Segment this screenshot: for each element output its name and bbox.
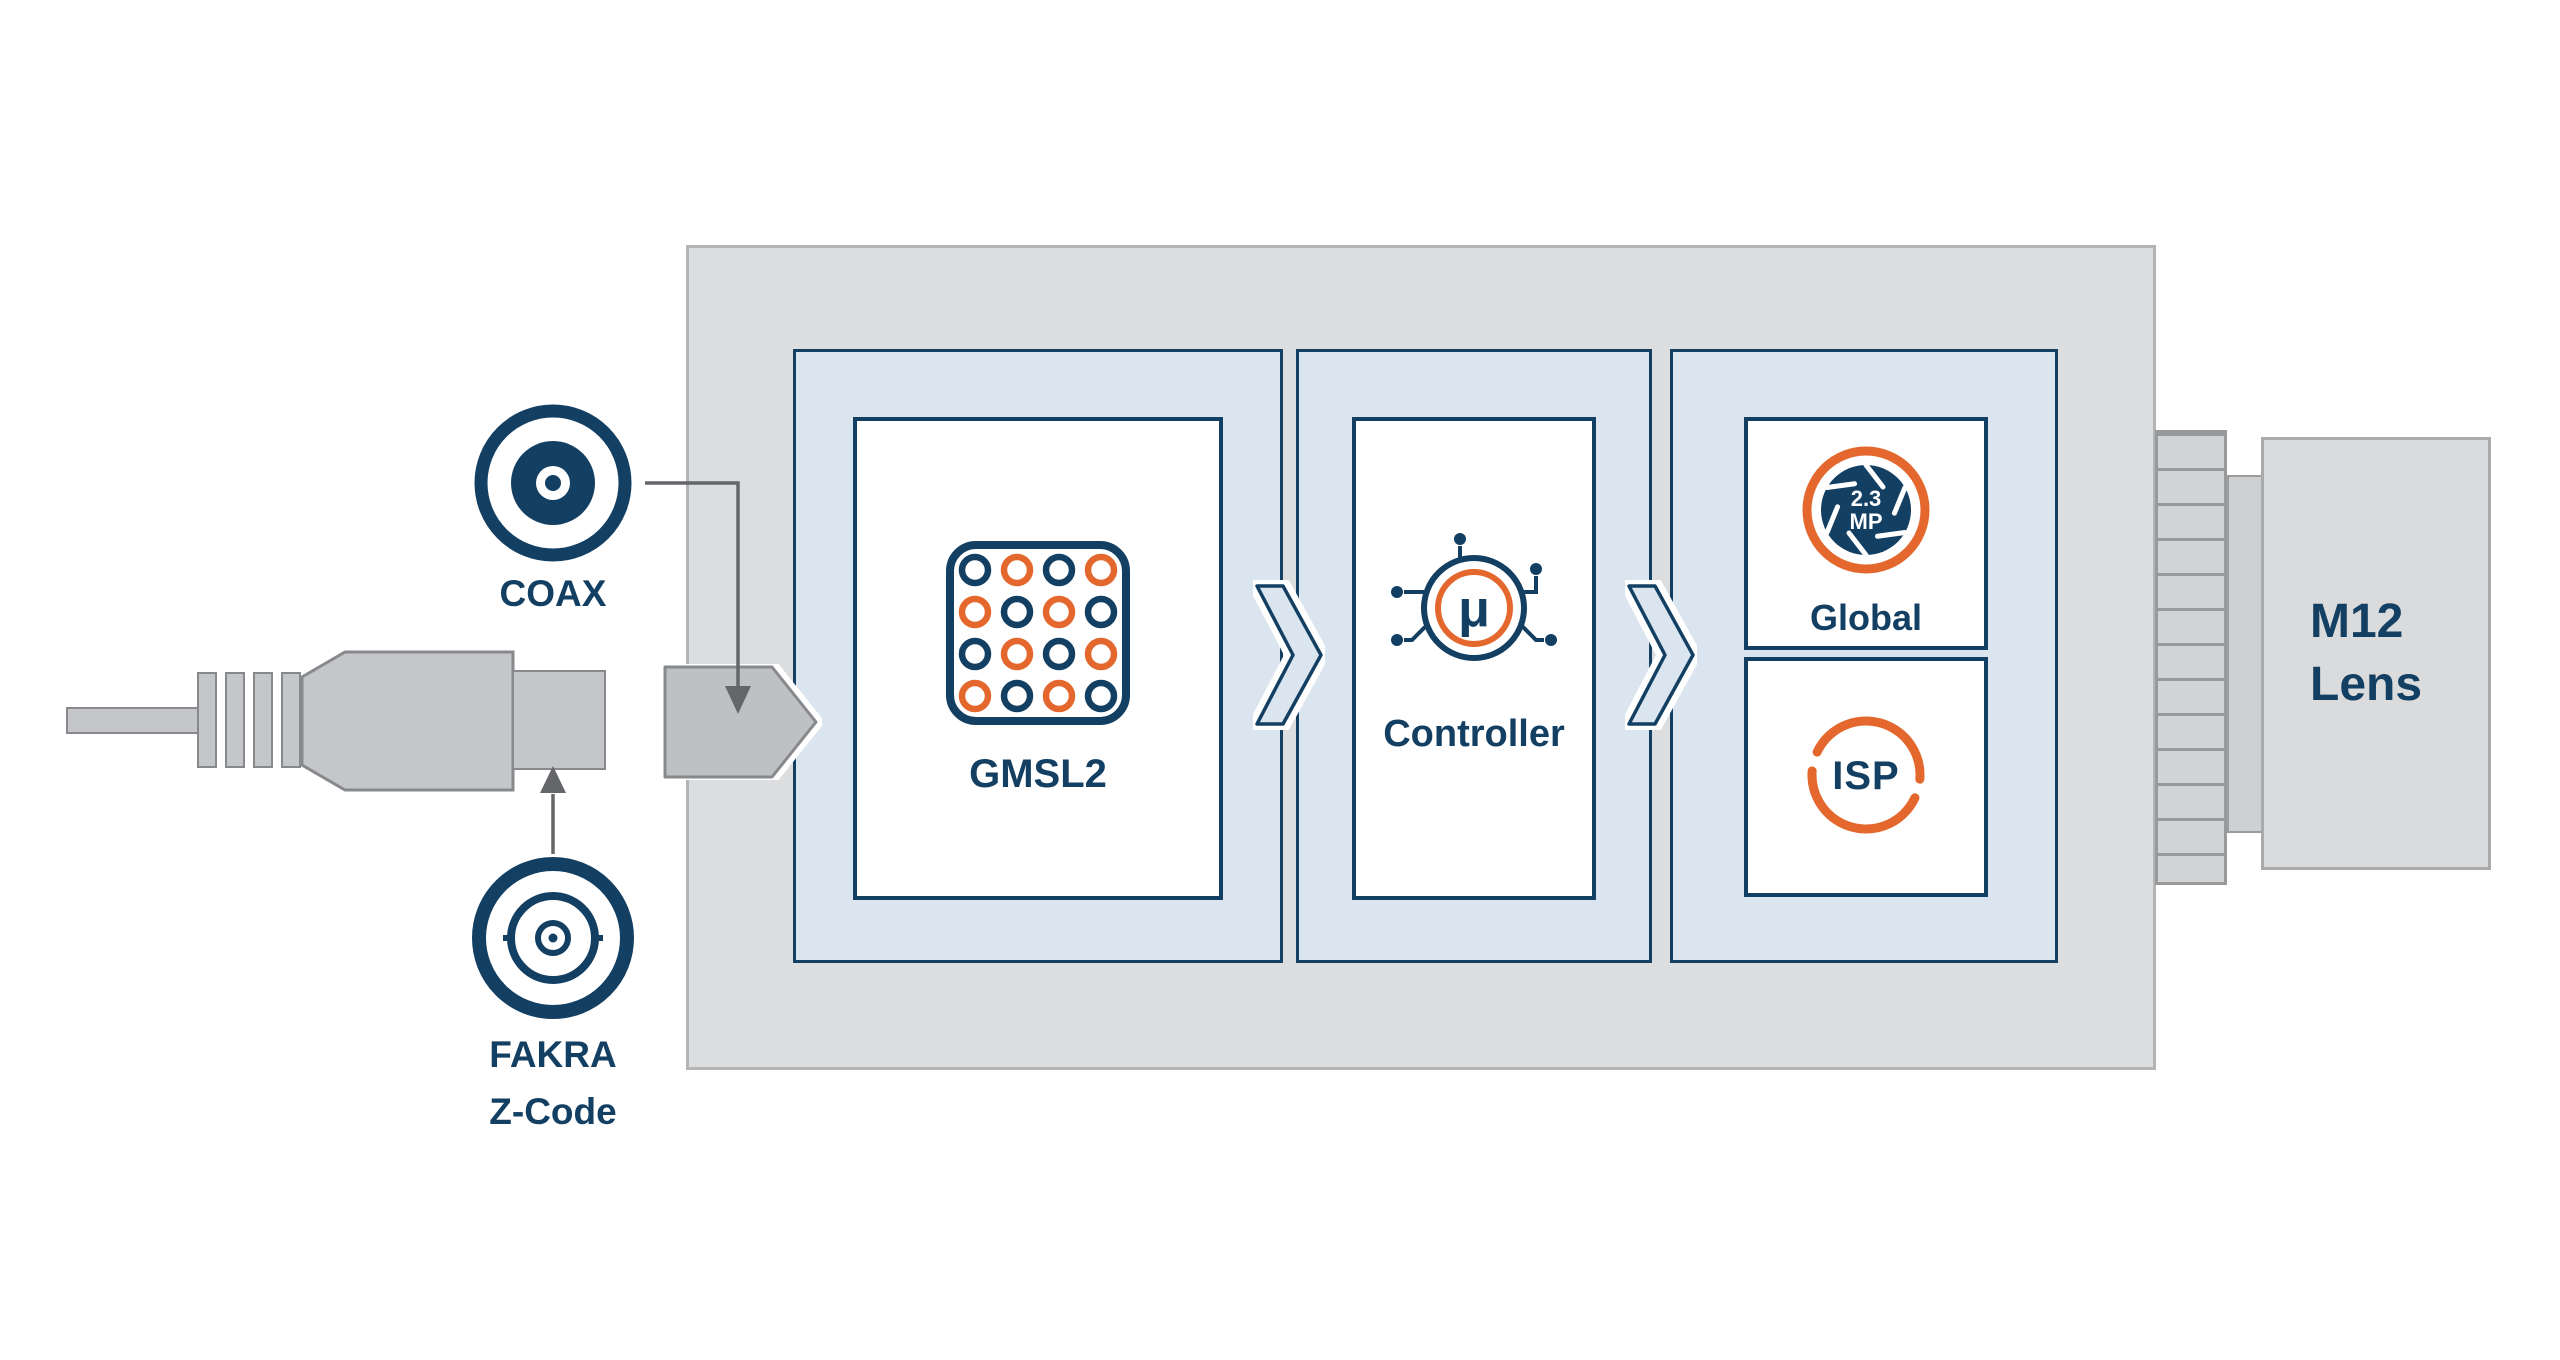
cable-connector-head xyxy=(512,670,606,770)
serializer-label: GMSL2 xyxy=(969,752,1107,796)
chevron-right-icon xyxy=(1625,580,1697,730)
lens-label-line2: Lens xyxy=(2310,657,2423,711)
cable-crimp-rib xyxy=(197,672,217,768)
sensor-mp-line1: 2.3 xyxy=(1851,486,1882,511)
sensor-label: Global xyxy=(1809,597,1922,638)
lens-mount-ribs xyxy=(2155,430,2227,885)
cable-connector-body xyxy=(300,650,515,792)
cable-crimp-rib xyxy=(253,672,273,768)
lens-mount-neck xyxy=(2227,475,2263,833)
chevron-right-icon xyxy=(1253,580,1325,730)
microcontroller-icon: μ xyxy=(1391,533,1557,661)
fakra-connector-icon xyxy=(472,857,634,1019)
isp-label: ISP xyxy=(1832,754,1899,798)
coax-connector-icon xyxy=(474,404,632,562)
aperture-sensor-icon: 2.3 MP xyxy=(1802,446,1930,574)
lens-body: M12 Lens xyxy=(2261,437,2491,870)
signal-input-plug xyxy=(662,664,822,780)
cable-crimp-rib xyxy=(225,672,245,768)
cable-crimp-rib xyxy=(281,672,301,768)
fakra-label: FAKRA Z-Code xyxy=(413,1026,693,1141)
coax-label: COAX xyxy=(499,573,607,614)
controller-label: Controller xyxy=(1383,713,1565,755)
lens-label-line1: M12 xyxy=(2310,595,2404,649)
fakra-label-line1: FAKRA xyxy=(489,1034,617,1075)
isp-card xyxy=(1744,657,1988,897)
cable-wire xyxy=(66,707,200,734)
isp-icon: ISP xyxy=(1807,716,1925,834)
up-arrowhead-icon xyxy=(540,766,566,793)
mu-symbol: μ xyxy=(1458,580,1490,638)
sensor-mp-line2: MP xyxy=(1850,509,1883,534)
gmsl2-chip-icon xyxy=(946,541,1130,725)
fakra-label-line2: Z-Code xyxy=(489,1091,617,1133)
